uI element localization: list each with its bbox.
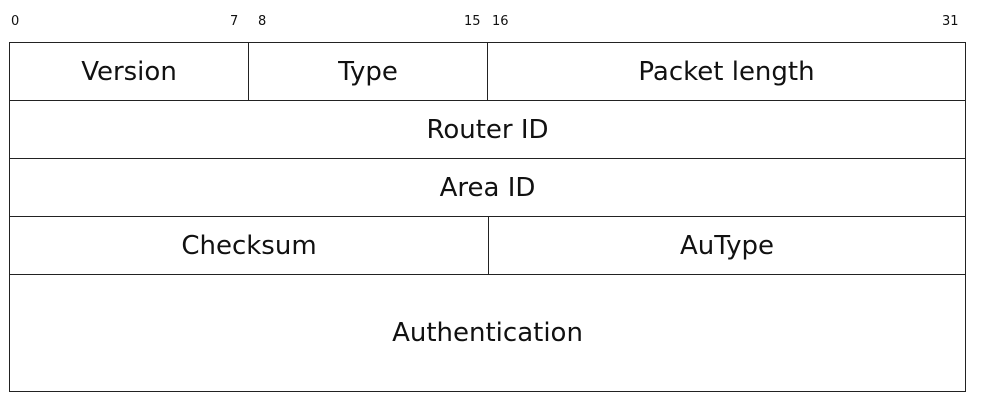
header-row-3: Area ID bbox=[9, 158, 966, 217]
header-row-4: Checksum AuType bbox=[9, 216, 966, 275]
checksum-field: Checksum bbox=[9, 216, 489, 275]
header-row-2: Router ID bbox=[9, 100, 966, 159]
ospf-packet-header: Version Type Packet length Router ID Are… bbox=[9, 42, 966, 392]
bit-label-16: 16 bbox=[492, 14, 509, 29]
bit-label-7: 7 bbox=[230, 14, 239, 29]
area-id-field: Area ID bbox=[9, 158, 966, 217]
header-row-1: Version Type Packet length bbox=[9, 42, 966, 101]
bit-label-15: 15 bbox=[464, 14, 481, 29]
bit-label-8: 8 bbox=[258, 14, 267, 29]
autype-field: AuType bbox=[488, 216, 966, 275]
packet-length-field: Packet length bbox=[487, 42, 966, 101]
header-row-5: Authentication bbox=[9, 274, 966, 392]
type-field: Type bbox=[248, 42, 488, 101]
bit-label-0: 0 bbox=[11, 14, 20, 29]
version-field: Version bbox=[9, 42, 249, 101]
router-id-field: Router ID bbox=[9, 100, 966, 159]
authentication-field: Authentication bbox=[9, 274, 966, 392]
bit-label-31: 31 bbox=[942, 14, 959, 29]
